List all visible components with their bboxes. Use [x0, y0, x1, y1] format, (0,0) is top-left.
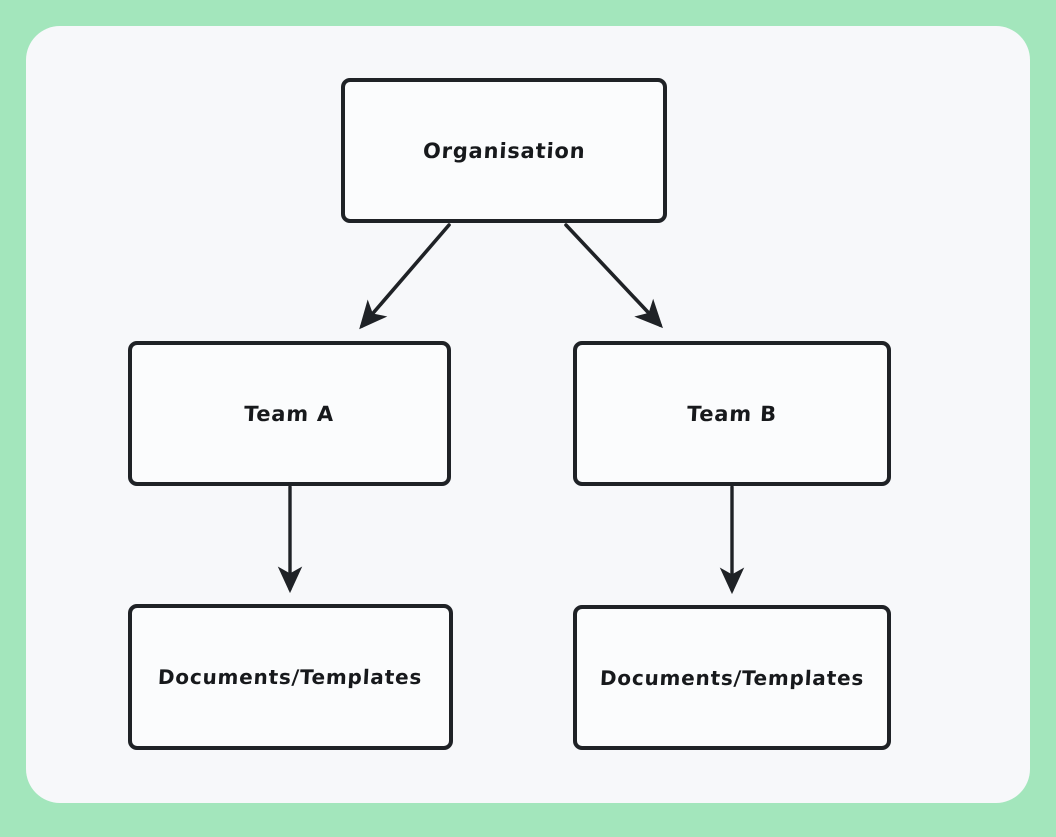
node-documents-templates-b-label: Documents/Templates — [599, 665, 865, 690]
node-organisation-label: Organisation — [422, 138, 586, 163]
node-team-a-label: Team A — [243, 401, 336, 426]
node-documents-templates-a[interactable]: Documents/Templates — [128, 604, 453, 750]
node-documents-templates-a-label: Documents/Templates — [157, 665, 424, 689]
node-documents-templates-b[interactable]: Documents/Templates — [573, 605, 891, 750]
node-team-b-label: Team B — [686, 401, 778, 426]
node-organisation[interactable]: Organisation — [341, 78, 667, 223]
node-team-a[interactable]: Team A — [128, 341, 451, 486]
node-team-b[interactable]: Team B — [573, 341, 891, 486]
